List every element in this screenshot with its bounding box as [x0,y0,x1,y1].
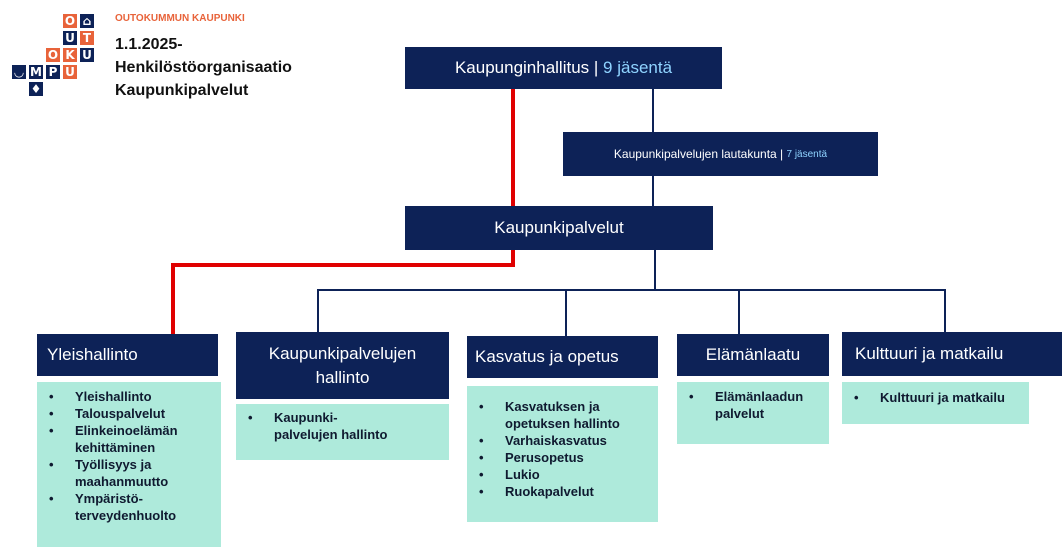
list-item: Ruokapalvelut [467,483,646,500]
committee-box: Kaupunkipalvelujen lautakunta | 7 jäsent… [563,132,878,176]
committee-separator: | [776,147,787,161]
list-elamanlaatu: Elämänlaadun palvelut [677,382,829,444]
logo-tile: M [29,65,43,79]
title-division: Kaupunkipalvelut [115,82,249,99]
list-item: Yleishallinto [37,388,221,405]
division-box: Kaupunkipalvelut [405,206,713,250]
unit-box-kaupunkipalvelujen-hallinto: Kaupunkipalvelujen hallinto [236,332,449,399]
unit-box-elamanlaatu: Elämänlaatu [677,334,829,376]
logo-tile: U [63,65,77,79]
logo-tile: T [80,31,94,45]
logo-tile: P [46,65,60,79]
unit-title: Kasvatus ja opetus [475,347,619,366]
list-item: Ympäristö-terveydenhuolto [37,490,221,524]
logo-tile: O [46,48,60,62]
unit-title: Yleishallinto [47,345,138,364]
list-item: Perusopetus [467,449,646,466]
list-item: Elämänlaadun palvelut [677,388,815,422]
unit-box-kulttuuri-ja-matkailu: Kulttuuri ja matkailu [842,332,1062,376]
connector-bus [317,289,946,332]
logo-tile: ⌂ [80,14,94,28]
committee-name: Kaupunkipalvelujen lautakunta [613,147,777,161]
city-logo: O ⌂ U T O K U ◡ M P U ♦ [8,10,108,106]
list-item: Talouspalvelut [37,405,221,422]
board-separator: | [589,58,604,77]
logo-tile: ◡ [12,65,26,79]
red-connector-division-yleishallinto [171,250,515,334]
division-name: Kaupunkipalvelut [494,218,624,237]
board-members: 9 jäsentä [603,58,673,77]
title-organisation: Henkilöstöorganisaatio [115,59,292,76]
list-kaupunkipalvelujen-hallinto: Kaupunki-palvelujen hallinto [236,404,449,460]
list-kasvatus-ja-opetus: Kasvatuksen ja opetuksen hallinto Varhai… [467,386,658,522]
page-title: 1.1.2025- Henkilöstöorganisaatio Kaupunk… [115,33,292,102]
list-item: Työllisyys ja maahanmuutto [37,456,221,490]
logo-tile: U [63,31,77,45]
list-item: Lukio [467,466,646,483]
list-item: Elinkeinoelämän kehittäminen [37,422,221,456]
list-yleishallinto: Yleishallinto Talouspalvelut Elinkeinoel… [37,382,221,547]
logo-tile: U [80,48,94,62]
unit-title: Kulttuuri ja matkailu [855,344,1004,363]
logo-tile: O [63,14,77,28]
org-name: OUTOKUMMUN KAUPUNKI [115,13,245,24]
list-item: Varhaiskasvatus [467,432,646,449]
unit-title: Elämänlaatu [705,345,801,364]
list-item: Kulttuuri ja matkailu [842,389,1023,406]
board-name: Kaupunginhallitus [454,58,590,77]
list-item: Kasvatuksen ja opetuksen hallinto [467,398,646,432]
unit-title: Kaupunkipalvelujen hallinto [268,343,417,387]
list-item: Kaupunki-palvelujen hallinto [236,409,389,443]
committee-members: 7 jäsentä [786,148,828,160]
logo-tile: K [63,48,77,62]
board-box: Kaupunginhallitus | 9 jäsentä [405,47,722,89]
unit-box-yleishallinto: Yleishallinto [37,334,218,376]
unit-box-kasvatus-ja-opetus: Kasvatus ja opetus [467,336,658,378]
title-date: 1.1.2025- [115,36,183,53]
list-kulttuuri-ja-matkailu: Kulttuuri ja matkailu [842,382,1029,424]
logo-tile: ♦ [29,82,43,96]
